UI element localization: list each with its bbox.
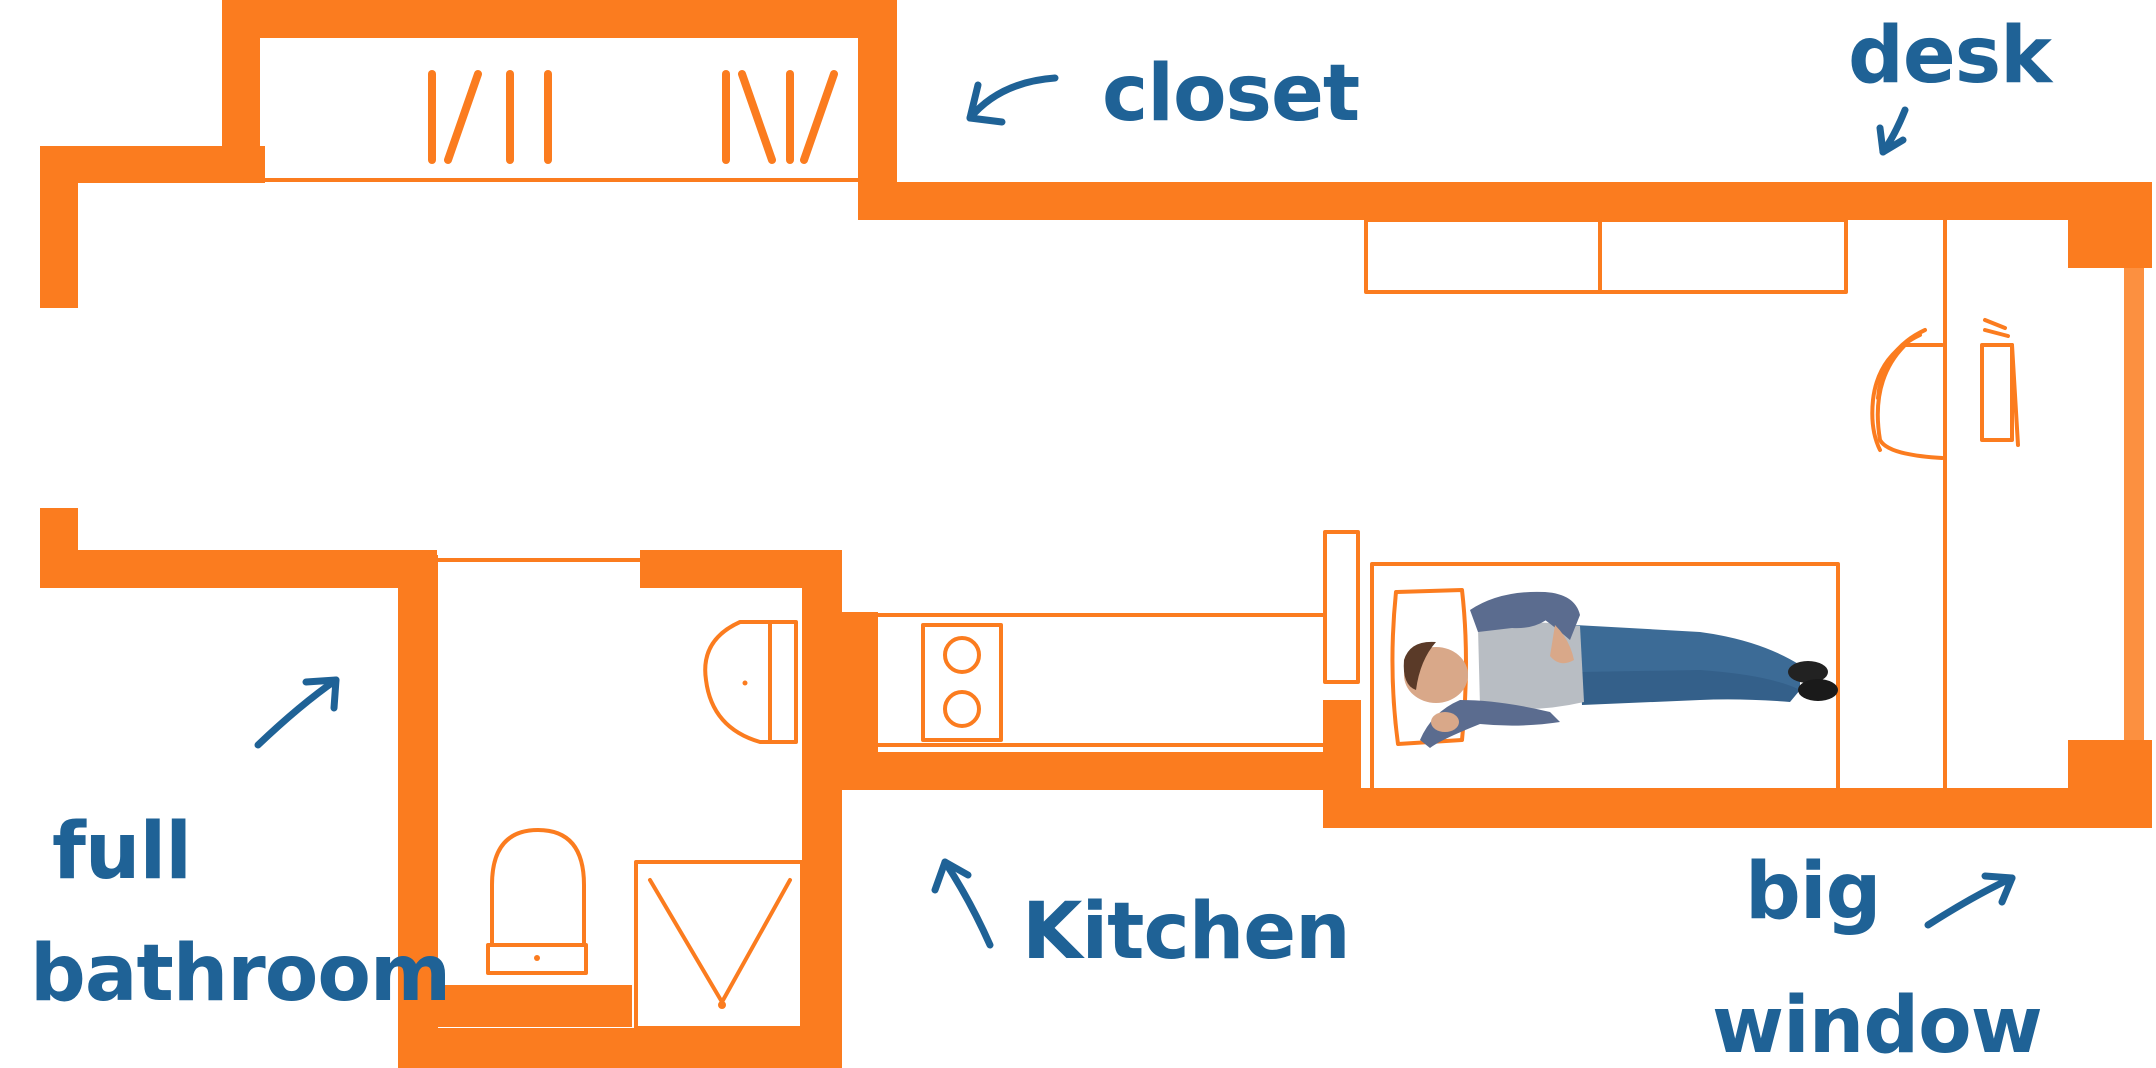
label-closet: closet	[1102, 49, 1359, 139]
window-arrow-icon	[1924, 872, 2016, 929]
closet-arrow-icon	[966, 74, 1059, 126]
label-desk: desk	[1848, 11, 2054, 101]
closet-hangers-icon	[428, 70, 838, 164]
label-bathroom: bathroom	[30, 929, 450, 1019]
big-window	[2124, 268, 2144, 740]
closet-top-wall	[222, 0, 897, 38]
entry-lower-wall	[40, 550, 437, 588]
kitchen-arrow-icon	[931, 858, 994, 949]
label-full: full	[52, 807, 191, 897]
label-kitchen: Kitchen	[1022, 887, 1350, 977]
labels: closet desk full bathroom Kitchen big wi…	[30, 11, 2055, 1068]
closet-door-panel	[1323, 530, 1360, 684]
bedroom-bottom-wall	[1323, 788, 2152, 828]
walls	[40, 0, 2152, 1068]
entry-upper-stub	[40, 146, 78, 308]
bed	[1370, 562, 1840, 792]
top-right-corner	[2068, 182, 2152, 268]
label-window: window	[1712, 981, 2042, 1068]
bathroom-right-wall	[802, 550, 842, 1068]
wall-shelf	[1364, 218, 1848, 294]
person-lying-icon	[1403, 591, 1838, 748]
bathroom-bottom-wall	[398, 1028, 842, 1068]
sink-icon	[703, 620, 798, 744]
main-top-wall	[858, 182, 2150, 220]
kitchen-bottom-wall	[842, 752, 1327, 790]
bathroom-bench	[432, 985, 632, 1027]
annotations	[254, 74, 2016, 949]
desk-arrow-icon	[1876, 106, 1909, 156]
bottom-right-corner	[2068, 740, 2152, 828]
fixtures	[243, 70, 2020, 1030]
shower-icon	[634, 860, 804, 1030]
pillow	[1390, 588, 1468, 746]
stove-icon	[921, 623, 1003, 742]
monitor-icon	[1980, 318, 2020, 447]
bathroom-arrow-icon	[254, 676, 340, 749]
bathroom-left-wall	[398, 555, 438, 1068]
toilet-icon	[486, 828, 588, 975]
chair-icon	[1870, 328, 1944, 460]
label-big: big	[1745, 847, 1880, 937]
